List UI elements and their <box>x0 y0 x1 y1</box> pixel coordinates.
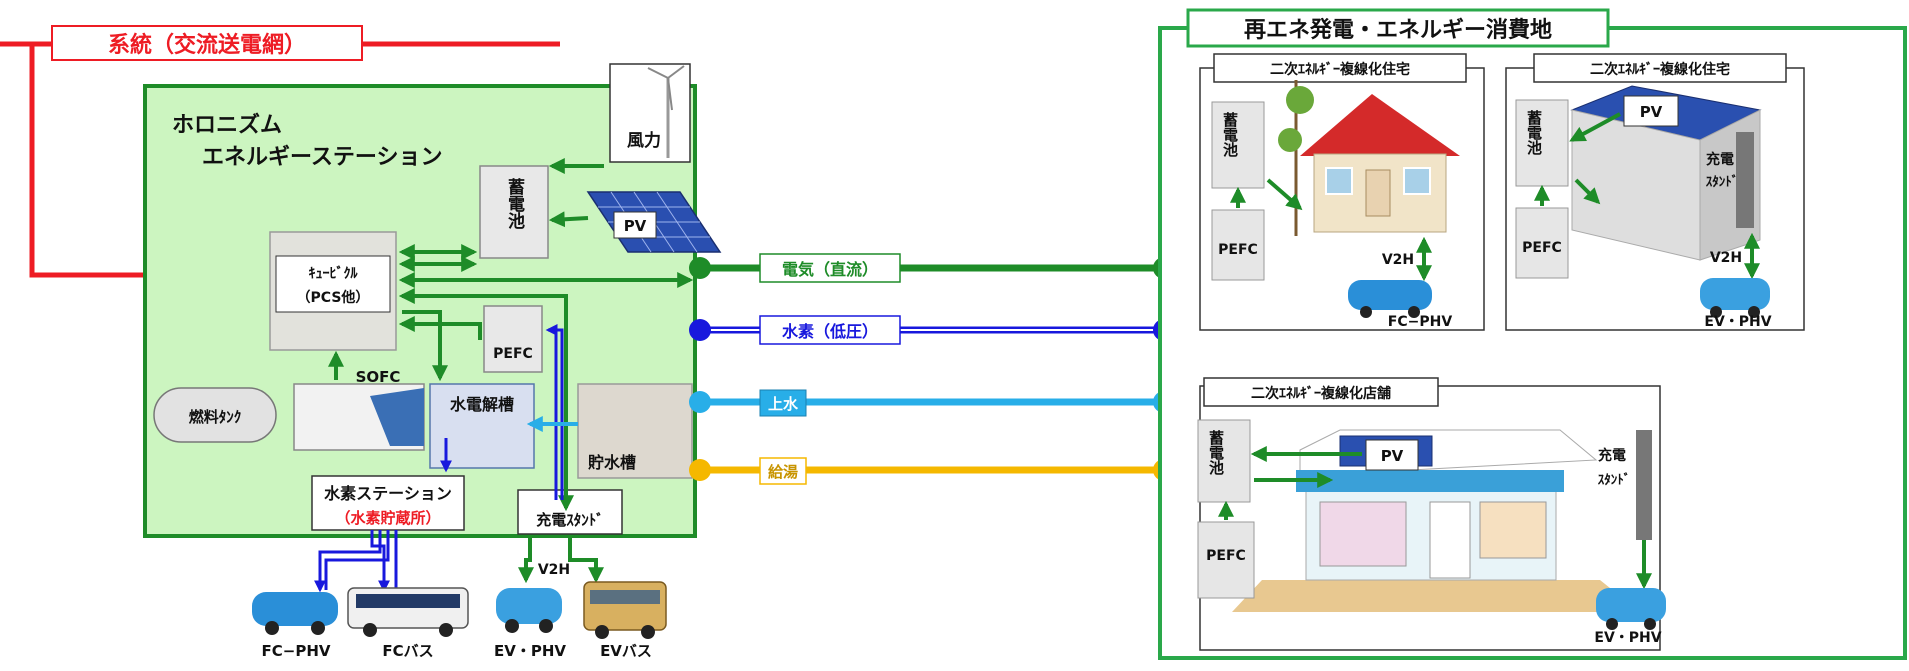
water-label: 上水 <box>768 395 799 413</box>
house1-v2h-label: V2H <box>1382 252 1414 268</box>
station-ev-phv-car-icon <box>496 588 562 633</box>
station-battery-icon <box>479 165 549 259</box>
shop-title-box <box>1203 377 1439 407</box>
h2-storage-label: （水素貯蔵所） <box>335 509 440 527</box>
shop-car-icon <box>1596 588 1666 630</box>
house1-title-box <box>1213 53 1467 83</box>
water-label-box <box>759 389 807 417</box>
house2-pefc-icon <box>1515 207 1569 279</box>
fuel-tank-icon <box>153 387 277 443</box>
house2-title: 二次ｴﾈﾙｷﾞｰ複線化住宅 <box>1590 61 1730 78</box>
house1-flows <box>1230 178 1432 282</box>
house2-pefc-label: PEFC <box>1522 240 1562 256</box>
house1-battery-icon <box>1211 101 1265 189</box>
grid-label-box <box>51 25 363 61</box>
ev-bus-icon <box>583 581 667 639</box>
sofc-unit-icon <box>293 383 425 451</box>
house2-title-box <box>1533 53 1787 83</box>
station-pefc-icon <box>483 305 543 373</box>
cubicle-label-box <box>275 255 391 313</box>
house2-flows <box>1534 112 1760 280</box>
water-tank-icon <box>577 383 693 479</box>
fc-phv-label: FC−PHV <box>262 642 331 660</box>
fc-bus-label: FCバス <box>382 642 433 660</box>
electricity-label-box <box>759 253 901 283</box>
shop-pefc-icon <box>1197 521 1255 599</box>
house2-battery-icon <box>1515 99 1569 187</box>
house1-house-icon <box>1278 80 1460 236</box>
shop-car-label: EV・PHV <box>1594 630 1661 646</box>
shop-flows <box>1218 446 1652 590</box>
grid-label: 系統（交流送電網） <box>108 32 306 58</box>
station-pv-label-box <box>613 211 657 239</box>
hot-water-label: 給湯 <box>768 463 798 481</box>
house1-pefc-label: PEFC <box>1218 242 1258 258</box>
cubicle-label-line1: ｷｭｰﾋﾞｸﾙ <box>309 265 359 282</box>
shop-charge-label-line1: 充電 <box>1598 447 1626 464</box>
consumer-title-box <box>1186 8 1610 48</box>
house1-pefc-icon <box>1211 209 1265 281</box>
station-pefc-label: PEFC <box>493 346 533 362</box>
electricity-label: 電気（直流） <box>782 260 878 279</box>
station-battery-label: 蓄電池 <box>504 177 525 229</box>
shop-title: 二次ｴﾈﾙｷﾞｰ複線化店舗 <box>1251 385 1391 402</box>
house2-v2h-label: V2H <box>1710 250 1742 266</box>
shop-pv-label: PV <box>1381 447 1404 465</box>
house1-title: 二次ｴﾈﾙｷﾞｰ複線化住宅 <box>1270 61 1410 78</box>
house1-car-icon <box>1348 280 1432 318</box>
station-charge-stand-label: 充電ｽﾀﾝﾄﾞ <box>536 511 604 529</box>
cubicle-label-line2: （PCS他） <box>297 289 370 306</box>
water-tank-label: 貯水槽 <box>588 453 636 472</box>
station-hydrogen-flows <box>314 324 564 593</box>
hydrogen-label-box <box>759 315 901 345</box>
fuel-tank-label: 燃料ﾀﾝｸ <box>189 408 242 426</box>
shop-charge-label-line2: ｽﾀﾝﾄﾞ <box>1598 472 1631 488</box>
house2-pv-label: PV <box>1640 103 1663 121</box>
wind-label: 風力 <box>627 130 661 151</box>
shop-pv-label-box <box>1365 439 1419 471</box>
ev-bus-label: EVバス <box>600 642 652 660</box>
shop-pefc-label: PEFC <box>1206 548 1246 564</box>
fc-bus-icon <box>347 587 469 637</box>
station-electric-flows <box>328 158 694 584</box>
consumer-title: 再エネ発電・エネルギー消費地 <box>1244 18 1552 43</box>
station-ev-phv-label: EV・PHV <box>494 642 566 660</box>
house2-pv-label-box <box>1623 95 1679 127</box>
hot-water-label-box <box>759 457 807 485</box>
house2-car-icon <box>1700 278 1770 318</box>
h2-station-label: 水素ステーション <box>324 484 452 503</box>
house2-charge-label-line1: 充電 <box>1706 151 1734 168</box>
station-title-line1: ホロニズム <box>172 112 282 138</box>
station-title-line2: エネルギーステーション <box>202 145 442 170</box>
station-v2h-label: V2H <box>538 562 570 578</box>
station-pv-label: PV <box>624 217 647 235</box>
house1-battery-label: 蓄電池 <box>1221 111 1239 158</box>
house2-charge-label-line2: ｽﾀﾝﾄﾞ <box>1706 174 1739 190</box>
house2-car-label: EV・PHV <box>1704 314 1771 330</box>
wind-turbine-icon <box>609 63 691 163</box>
house2-battery-label: 蓄電池 <box>1525 109 1543 156</box>
house1-car-label: FC−PHV <box>1388 314 1453 330</box>
shop-battery-icon <box>1197 419 1251 503</box>
electrolyzer-label: 水電解槽 <box>450 395 514 414</box>
sofc-label: SOFC <box>356 368 401 386</box>
hydrogen-label: 水素（低圧） <box>782 322 878 341</box>
shop-battery-label: 蓄電池 <box>1207 429 1225 476</box>
fc-phv-car-icon <box>252 592 338 635</box>
